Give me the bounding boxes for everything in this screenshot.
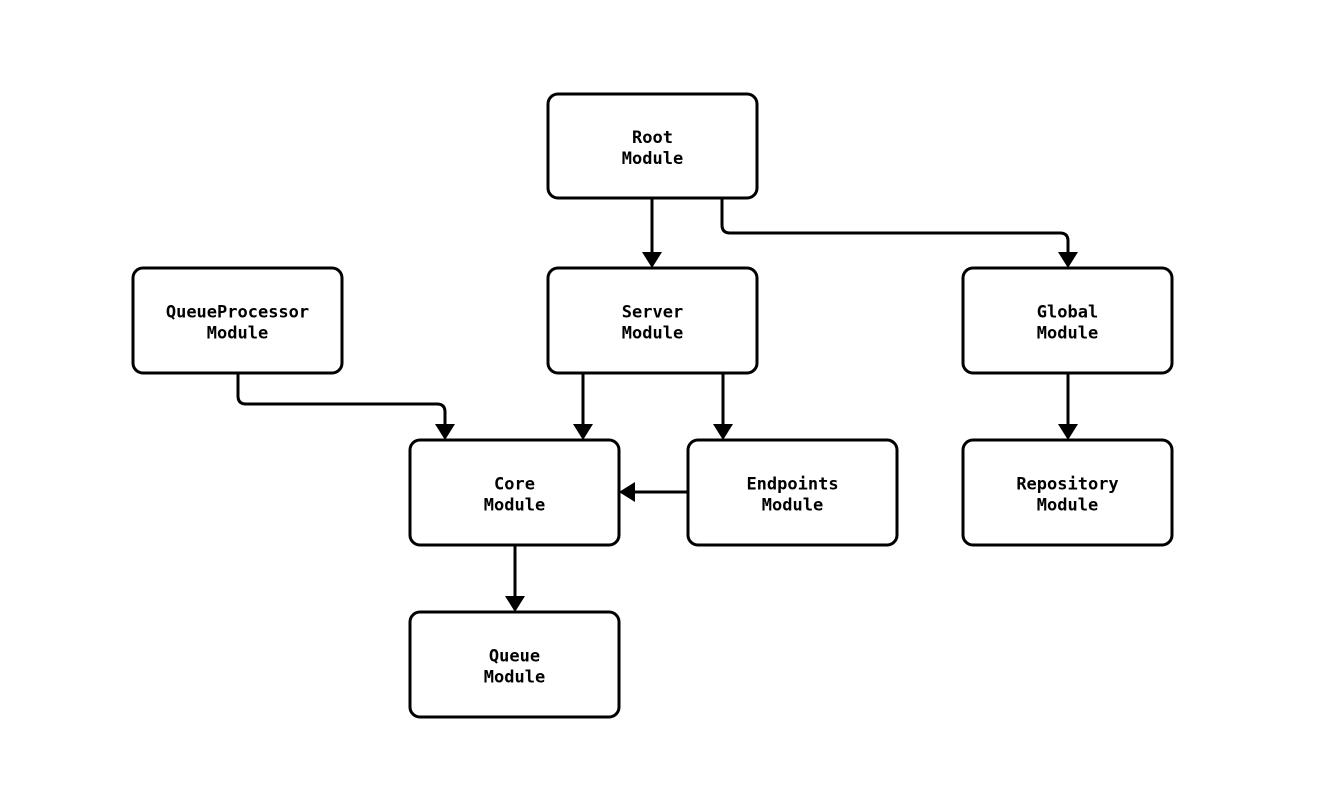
edge-endpoints-to-core [619, 482, 688, 502]
edge-root-to-server [642, 198, 662, 268]
edge-global-to-repository [1058, 373, 1078, 440]
arrowhead-icon [619, 482, 635, 502]
edge-line [720, 198, 1070, 254]
edge-core-to-queue [505, 545, 525, 612]
node-box [961, 438, 1174, 547]
node-box [961, 266, 1174, 375]
arrowhead-icon [573, 424, 593, 440]
edge-server-to-endpoints [713, 373, 733, 440]
node-box [131, 266, 344, 375]
arrowhead-icon [642, 252, 662, 268]
node-box [408, 610, 621, 719]
arrowhead-icon [713, 424, 733, 440]
arrowhead-icon [435, 424, 455, 440]
node-box [686, 438, 899, 547]
arrowhead-icon [1058, 252, 1078, 268]
node-box [546, 266, 759, 375]
arrowhead-icon [505, 596, 525, 612]
edge-root-to-global [720, 198, 1078, 268]
edge-queueprocessor-to-core [236, 373, 455, 440]
node-box [546, 92, 759, 200]
edge-line [236, 373, 447, 426]
arrowhead-icon [1058, 424, 1078, 440]
edge-server-to-core [573, 373, 593, 440]
node-box [408, 438, 621, 547]
